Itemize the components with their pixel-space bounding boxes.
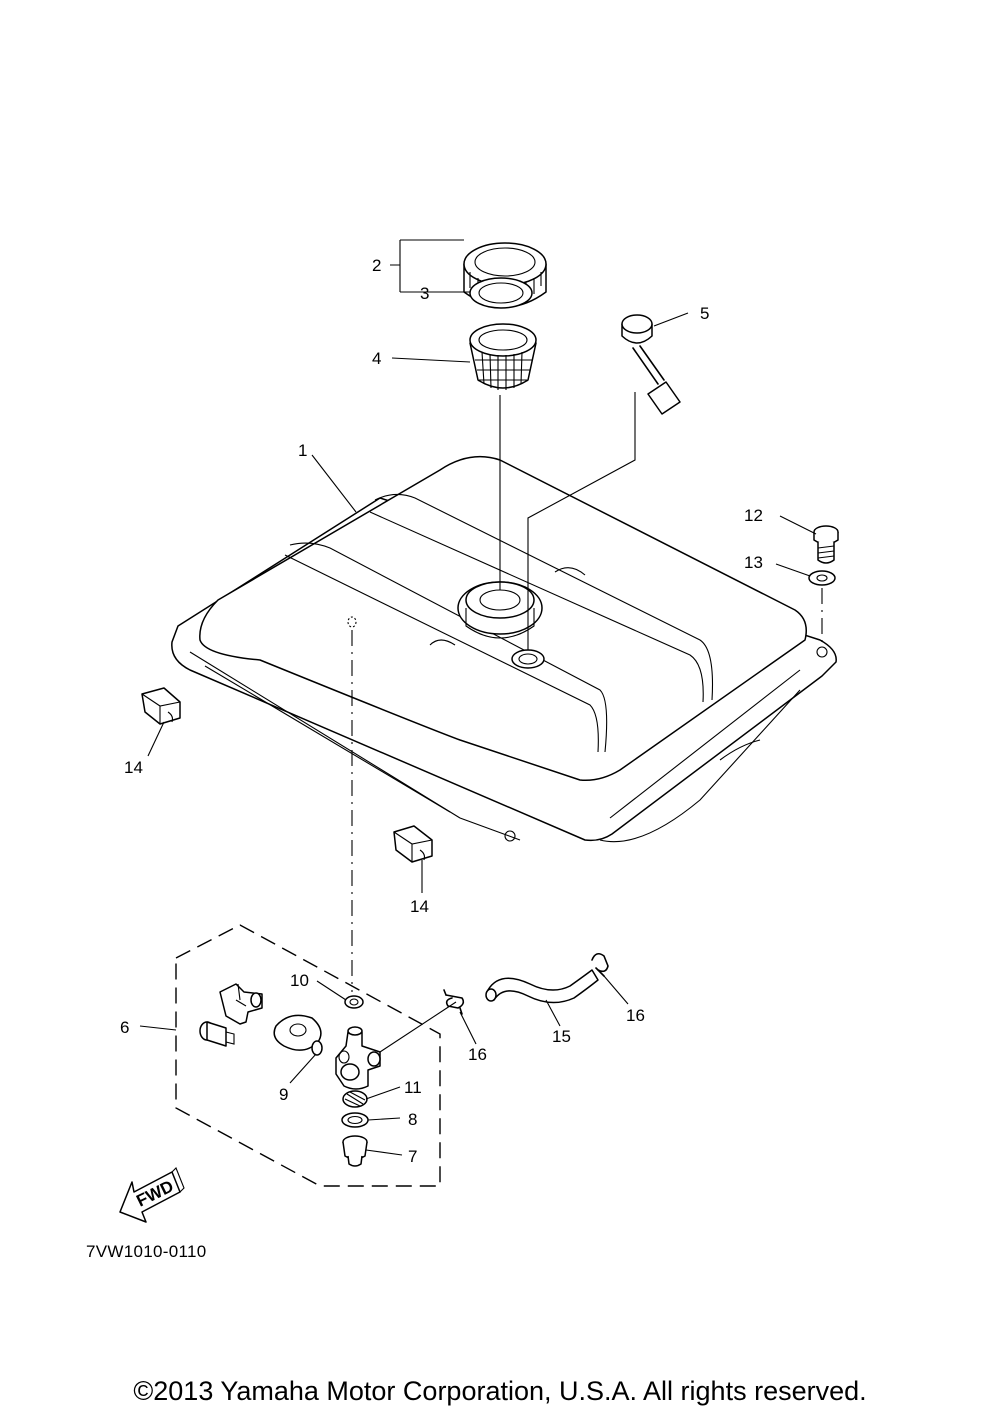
fuel-cock-assembly-boundary	[175, 924, 441, 1187]
cap-gasket[interactable]	[469, 277, 533, 309]
fuel-hose[interactable]	[485, 969, 599, 1004]
callout-12: 12	[744, 506, 763, 525]
callout-3: 3	[420, 284, 429, 303]
callout-1: 1	[298, 441, 307, 460]
callout-8: 8	[408, 1110, 417, 1129]
callout-4: 4	[372, 349, 381, 368]
callout-10: 10	[290, 971, 309, 990]
callout-11: 11	[404, 1078, 422, 1097]
copyright-notice: ©2013 Yamaha Motor Corporation, U.S.A. A…	[133, 1376, 867, 1406]
callout-numbers: 1 2 3 4 5 6 7 8 9 10 11 12 13 14 14 15 1…	[120, 256, 763, 1166]
callout-7: 7	[408, 1147, 417, 1166]
callout-2: 2	[372, 256, 381, 275]
hose-clip-right[interactable]	[591, 952, 609, 977]
fuel-cock-gasket[interactable]	[341, 1112, 369, 1128]
fuel-strainer[interactable]	[469, 323, 537, 390]
assembly-lines	[351, 392, 823, 1053]
damper-left[interactable]	[141, 687, 181, 725]
callout-14-left: 14	[124, 758, 143, 777]
callout-13: 13	[744, 553, 763, 572]
fuel-cock-body[interactable]	[335, 1026, 381, 1090]
callout-5: 5	[700, 304, 709, 323]
callout-16-right: 16	[626, 1006, 645, 1025]
lever-screw[interactable]	[199, 1021, 235, 1047]
o-ring[interactable]	[311, 1040, 323, 1056]
washer[interactable]	[808, 570, 836, 586]
fuel-level-gauge[interactable]	[621, 314, 681, 415]
fuel-cock-nut[interactable]	[344, 995, 364, 1009]
fuel-tank[interactable]	[171, 455, 837, 843]
hose-clip-left[interactable]	[443, 989, 465, 1015]
forward-direction-arrow: FWD	[119, 1167, 185, 1223]
fuel-cock-strainer[interactable]	[342, 1090, 368, 1108]
fuel-cock-cup[interactable]	[342, 1135, 368, 1167]
diagram-code: 7VW1010-0110	[86, 1242, 206, 1261]
callout-14-right: 14	[410, 897, 429, 916]
leader-lines	[139, 239, 817, 1156]
callout-6: 6	[120, 1018, 129, 1037]
damper-right[interactable]	[393, 825, 433, 863]
bolt[interactable]	[813, 525, 839, 564]
callout-16-left: 16	[468, 1045, 487, 1064]
callout-9: 9	[279, 1085, 288, 1104]
fuel-cock-lever[interactable]	[219, 983, 263, 1025]
callout-15: 15	[552, 1027, 571, 1046]
